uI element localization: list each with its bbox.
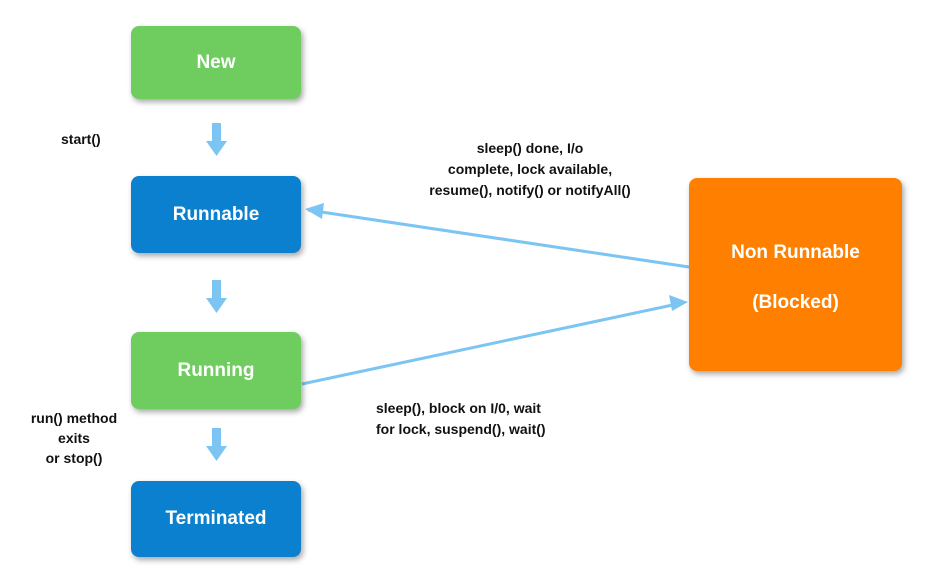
label-exit-conditions: run() method exits or stop() <box>10 408 138 468</box>
state-runnable-label: Runnable <box>172 203 260 225</box>
state-new-label: New <box>196 51 236 73</box>
block-line: for lock, suspend(), wait() <box>376 421 546 437</box>
state-non-runnable: Non Runnable (Blocked) <box>689 178 902 371</box>
label-start: start() <box>61 131 101 147</box>
arrowhead-blocked <box>669 295 688 311</box>
state-terminated-label: Terminated <box>165 508 267 529</box>
arrow-runnable-to-running <box>206 280 227 313</box>
arrow-running-to-blocked <box>301 301 683 386</box>
wakeup-line: resume(), notify() or notifyAll() <box>429 182 631 198</box>
state-non-runnable-label: Non Runnable <box>731 241 860 263</box>
state-new: New <box>131 26 301 99</box>
wakeup-line: sleep() done, I/o <box>476 140 584 156</box>
exit-line: or stop() <box>45 450 103 466</box>
state-runnable: Runnable <box>131 176 301 253</box>
exit-line: run() method <box>30 410 118 426</box>
state-terminated: Terminated <box>131 481 301 557</box>
block-line: sleep(), block on I/0, wait <box>376 400 541 416</box>
arrowhead-runnable <box>305 203 324 219</box>
exit-line: exits <box>58 430 90 446</box>
state-running: Running <box>131 332 301 409</box>
state-running-label: Running <box>177 359 255 381</box>
label-block-conditions: sleep(), block on I/0, wait for lock, su… <box>376 398 546 440</box>
arrow-blocked-to-runnable <box>307 208 690 269</box>
label-wakeup-conditions: sleep() done, I/o complete, lock availab… <box>380 138 680 201</box>
wakeup-line: complete, lock available, <box>447 161 613 177</box>
state-blocked-label: (Blocked) <box>752 291 839 313</box>
arrow-new-to-runnable <box>206 123 227 156</box>
arrow-running-to-terminated <box>206 428 227 461</box>
